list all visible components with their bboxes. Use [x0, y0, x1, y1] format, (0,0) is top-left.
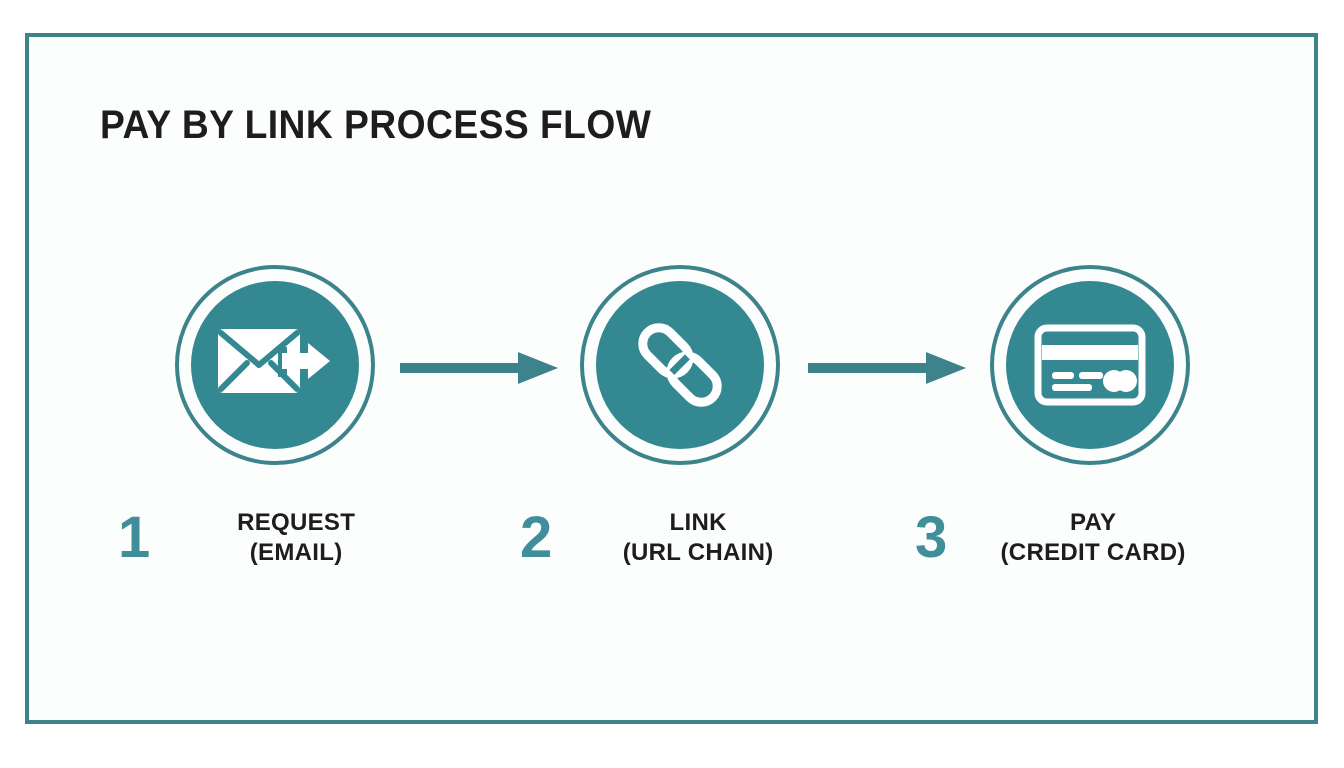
flow-caption-pay: 3 PAY (CREDIT CARD)	[915, 498, 1225, 578]
arrow-right-icon	[400, 348, 560, 388]
step-number: 1	[118, 505, 151, 570]
flow-caption-link: 2 LINK (URL CHAIN)	[520, 498, 830, 578]
step-label-line2: (CREDIT CARD)	[1000, 539, 1186, 566]
step-number: 2	[520, 505, 553, 570]
step-label: REQUEST (EMAIL)	[164, 508, 428, 568]
credit-card-icon	[1006, 281, 1174, 449]
node-disc	[1006, 281, 1174, 449]
step-label-line1: LINK	[669, 509, 727, 536]
flow-node-pay[interactable]	[990, 265, 1190, 465]
step-label-line1: REQUEST	[237, 509, 356, 536]
step-label-line2: (EMAIL)	[249, 539, 343, 566]
envelope-send-icon	[191, 281, 359, 449]
page-title: PAY BY LINK PROCESS FLOW	[100, 103, 652, 147]
step-label: LINK (URL CHAIN)	[566, 508, 830, 568]
flow-node-link[interactable]	[580, 265, 780, 465]
step-number: 3	[915, 505, 948, 570]
flow-node-request[interactable]	[175, 265, 375, 465]
step-label-line1: PAY	[1070, 509, 1117, 536]
flow-caption-request: 1 REQUEST (EMAIL)	[118, 498, 428, 578]
chain-link-icon	[596, 281, 764, 449]
step-label: PAY (CREDIT CARD)	[961, 508, 1225, 568]
step-label-line2: (URL CHAIN)	[622, 539, 774, 566]
arrow-right-icon	[808, 348, 968, 388]
